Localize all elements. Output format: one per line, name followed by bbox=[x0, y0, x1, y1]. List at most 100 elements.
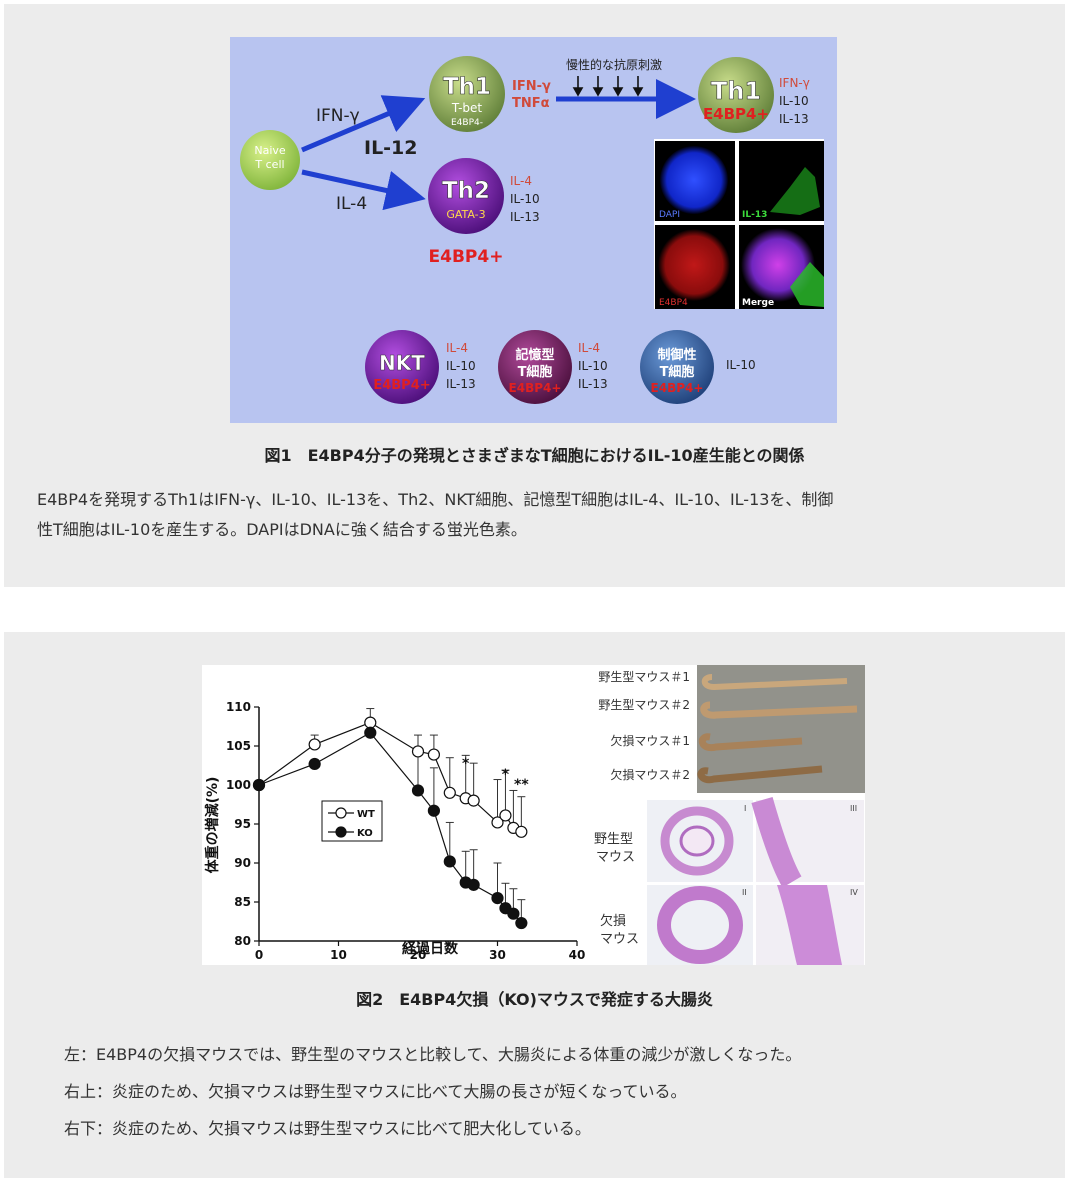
label-il12: IL-12 bbox=[364, 137, 418, 159]
th1b-e4bp4: E4BP4+ bbox=[703, 105, 769, 123]
th2-out-il10: IL-10 bbox=[510, 192, 540, 206]
hist-label-ko-1: 欠損 bbox=[600, 913, 626, 929]
microscopy-grid: DAPI IL-13 E4BP4 Merge bbox=[654, 139, 824, 309]
hist-label-i: I bbox=[744, 804, 746, 813]
figure2-caption-top-right: 右上：炎症のため、欠損マウスは野生型マウスに比べて大腸の長さが短くなっている。 bbox=[64, 1082, 687, 1101]
nkt-out-il10: IL-10 bbox=[446, 359, 476, 373]
hist-label-ii: II bbox=[742, 888, 747, 897]
point-ko bbox=[515, 916, 528, 930]
colon-photos: 野生型マウス＃1 野生型マウス＃2 欠損マウス＃1 欠損マウス＃2 I III … bbox=[594, 665, 865, 965]
point-ko bbox=[467, 878, 480, 891]
significance-marker: * bbox=[462, 756, 470, 772]
figure2-title: 図2 E4BP4欠損（KO)マウスで発症する大腸炎 bbox=[356, 990, 713, 1009]
series-line-wt bbox=[258, 721, 522, 833]
point-wt bbox=[515, 825, 528, 838]
y-tick-label: 100 bbox=[226, 778, 251, 792]
th1b-out-il10: IL-10 bbox=[779, 94, 809, 108]
point-wt bbox=[308, 738, 321, 751]
point-ko bbox=[491, 892, 504, 905]
point-ko bbox=[507, 907, 520, 920]
treg-e4bp4: E4BP4+ bbox=[651, 381, 704, 395]
point-wt bbox=[427, 748, 440, 761]
naive-label-1: Naive bbox=[254, 144, 286, 157]
th2-out-il4: IL-4 bbox=[510, 174, 532, 188]
treg-label-1: 制御性 bbox=[657, 347, 696, 363]
nkt-name: NKT bbox=[379, 351, 425, 375]
figure1-caption-line1: E4BP4を発現するTh1はIFN-γ、IL-10、IL-13を、Th2、NKT… bbox=[37, 490, 834, 509]
label-ifng: IFN-γ bbox=[316, 106, 360, 126]
y-tick-label: 110 bbox=[226, 700, 251, 714]
th2-gata3: GATA-3 bbox=[446, 208, 485, 221]
hist-label-wt-2: マウス bbox=[596, 850, 635, 865]
photo-label-ko2: 欠損マウス＃2 bbox=[610, 767, 690, 782]
photo-label-ko1: 欠損マウス＃1 bbox=[610, 733, 690, 748]
point-wt bbox=[443, 786, 456, 799]
nkt-cell: NKT E4BP4+ bbox=[365, 330, 439, 404]
histology-grid: I III II IV bbox=[647, 796, 864, 965]
mem-label-2: T細胞 bbox=[518, 364, 553, 380]
micro-e4bp4-label: E4BP4 bbox=[659, 298, 688, 308]
arrow-to-th2 bbox=[301, 169, 426, 211]
micro-il13-label: IL-13 bbox=[742, 210, 767, 220]
mem-label-1: 記憶型 bbox=[515, 347, 554, 363]
y-tick-label: 90 bbox=[234, 856, 251, 870]
th2-name: Th2 bbox=[442, 178, 490, 204]
figure1-caption: E4BP4を発現するTh1はIFN-γ、IL-10、IL-13を、Th2、NKT… bbox=[37, 485, 1047, 545]
figure1-title: 図1 E4BP4分子の発現とさまざまなT細胞におけるIL-10産生能との関係 bbox=[264, 446, 805, 465]
th2-cell: Th2 GATA-3 bbox=[428, 158, 504, 234]
legend-label: WT bbox=[357, 809, 375, 820]
th1-cell: Th1 T-bet E4BP4- bbox=[429, 56, 505, 132]
figure1-panel: Naive T cell IFN-γ IL-12 IL-4 Th1 T-bet … bbox=[4, 4, 1065, 587]
point-ko bbox=[364, 726, 377, 739]
chart-ylabel: 体重の増減(%) bbox=[204, 777, 221, 874]
point-wt bbox=[364, 716, 377, 729]
colon-ko1 bbox=[698, 733, 803, 752]
legend-marker bbox=[335, 826, 347, 838]
mem-out-il10: IL-10 bbox=[578, 359, 608, 373]
figure1-caption-line2: 性T細胞はIL-10を産生する。DAPIはDNAに強く結合する蛍光色素。 bbox=[37, 520, 527, 539]
naive-t-cell: Naive T cell bbox=[240, 130, 300, 190]
photo-label-wt1: 野生型マウス＃1 bbox=[598, 670, 690, 684]
nkt-out-il13: IL-13 bbox=[446, 377, 476, 391]
th1b-out-ifng: IFN-γ bbox=[779, 76, 810, 90]
significance-marker: * bbox=[502, 767, 510, 783]
th1-out-ifng: IFN-γ bbox=[512, 79, 551, 94]
point-wt bbox=[491, 816, 504, 829]
hist-label-iv: IV bbox=[850, 888, 858, 897]
chart-xlabel: 経過日数 bbox=[402, 940, 459, 957]
hist-label-iii: III bbox=[850, 804, 857, 813]
x-tick-label: 40 bbox=[569, 948, 586, 962]
treg-out-il10: IL-10 bbox=[726, 358, 756, 372]
legend-marker bbox=[335, 807, 347, 819]
mem-out-il13: IL-13 bbox=[578, 377, 608, 391]
point-ko bbox=[443, 855, 456, 868]
point-wt bbox=[411, 745, 425, 758]
treg-label-2: T細胞 bbox=[660, 364, 695, 380]
colon-wt1 bbox=[701, 674, 848, 691]
point-ko bbox=[427, 804, 440, 817]
legend-box bbox=[321, 800, 383, 842]
hist-label-ko-2: マウス bbox=[600, 932, 639, 947]
regulatory-t-cell: 制御性 T細胞 E4BP4+ bbox=[640, 330, 714, 404]
point-ko bbox=[252, 778, 266, 792]
micro-merge-label: Merge bbox=[742, 298, 774, 308]
label-il4: IL-4 bbox=[336, 194, 367, 214]
nkt-out-il4: IL-4 bbox=[446, 341, 468, 355]
th2-out-il13: IL-13 bbox=[510, 210, 540, 224]
naive-label-2: T cell bbox=[254, 158, 284, 171]
figure2-caption: 左：E4BP4の欠損マウスでは、野生型のマウスと比較して、大腸炎による体重の減少… bbox=[64, 1036, 1044, 1147]
colon-ko2 bbox=[697, 765, 823, 784]
th1-name: Th1 bbox=[443, 74, 491, 100]
point-ko bbox=[411, 784, 425, 797]
y-tick-label: 105 bbox=[226, 739, 251, 753]
y-tick-label: 85 bbox=[234, 895, 251, 909]
th1-out-tnfa: TNFα bbox=[512, 96, 550, 111]
hist-label-wt-1: 野生型 bbox=[594, 832, 633, 847]
point-ko bbox=[308, 757, 321, 771]
micro-dapi-label: DAPI bbox=[659, 210, 680, 220]
